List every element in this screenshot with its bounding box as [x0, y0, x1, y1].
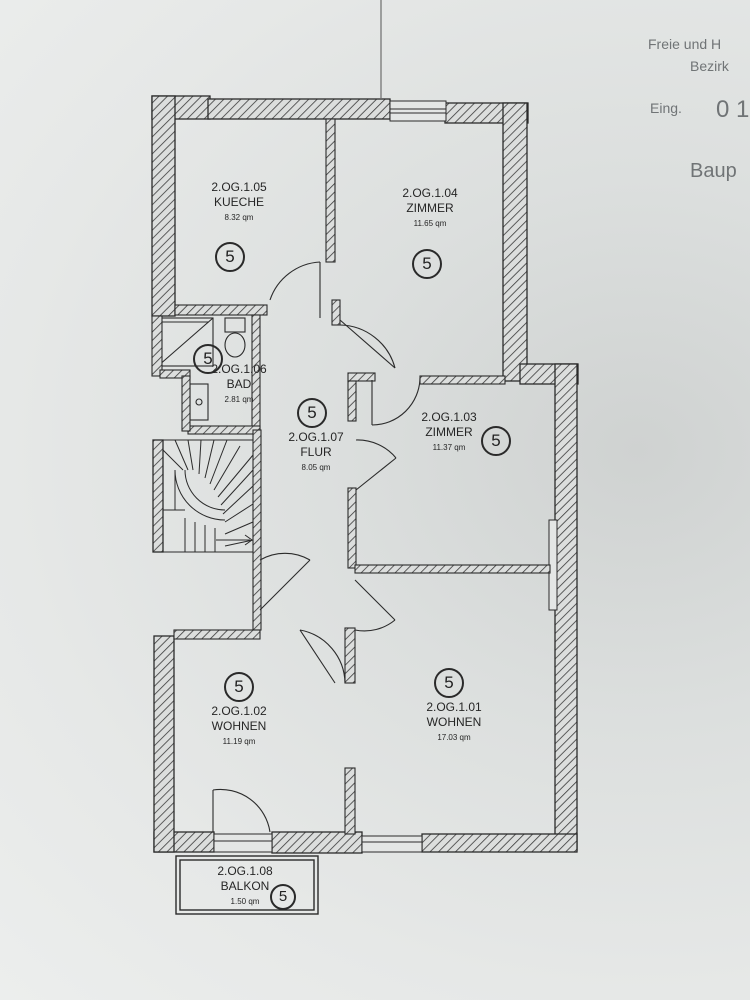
room-code: 2.OG.1.06: [211, 362, 267, 376]
room-area: 2.81 qm: [224, 395, 254, 404]
room-code: 2.OG.1.05: [211, 180, 267, 194]
stamp-baup: Baup: [690, 160, 737, 182]
stamp-line-2: Bezirk: [690, 58, 729, 74]
room-badge-zimmer-104: 5: [412, 249, 442, 279]
room-code: 2.OG.1.03: [421, 410, 477, 424]
room-label-balkon: 2.OG.1.08 BALKON 1.50 qm: [217, 864, 272, 907]
room-badge-wohnen-102: 5: [224, 672, 254, 702]
exterior-walls: [151, 95, 579, 854]
door-swings: [212, 261, 421, 833]
room-badge-balkon: 5: [270, 884, 296, 910]
stamp-eing-label: Eing.: [650, 100, 682, 116]
room-code: 2.OG.1.02: [211, 704, 267, 718]
room-label-zimmer-103: 2.OG.1.03 ZIMMER 11.37 qm: [421, 410, 476, 453]
room-name: WOHNEN: [211, 719, 267, 733]
room-code: 2.OG.1.08: [217, 864, 273, 878]
sink: [189, 383, 209, 421]
room-label-wohnen-102: 2.OG.1.02 WOHNEN 11.19 qm: [211, 704, 266, 747]
room-badge-bad: 5: [193, 344, 223, 374]
bath-wall-left: [151, 315, 163, 377]
room-name: ZIMMER: [425, 425, 473, 439]
room-name: FLUR: [300, 445, 332, 459]
room-name: BAD: [226, 377, 252, 391]
staircase: [162, 439, 254, 553]
room-area: 8.05 qm: [301, 463, 331, 472]
room-name: BALKON: [220, 879, 270, 893]
room-label-flur: 2.OG.1.07 FLUR 8.05 qm: [288, 430, 343, 473]
room-code: 2.OG.1.01: [426, 700, 482, 714]
stamp-eing-value: 0 1: [716, 96, 750, 123]
room-area: 17.03 qm: [437, 733, 471, 742]
room-badge-wohnen-101: 5: [434, 668, 464, 698]
room-badge-zimmer-103: 5: [481, 426, 511, 456]
bathroom-fixtures: [151, 315, 246, 432]
windows: [213, 100, 558, 853]
toilet-bowl: [224, 332, 246, 358]
stamp-line-1: Freie und H: [648, 36, 722, 52]
room-code: 2.OG.1.04: [402, 186, 458, 200]
room-code: 2.OG.1.07: [288, 430, 344, 444]
room-area: 11.19 qm: [222, 737, 256, 746]
balcony-outline: [175, 855, 319, 915]
room-area: 1.50 qm: [230, 897, 260, 906]
room-label-wohnen-101: 2.OG.1.01 WOHNEN 17.03 qm: [426, 700, 481, 743]
room-area: 11.65 qm: [413, 219, 447, 228]
toilet-tank: [224, 317, 246, 333]
room-name: ZIMMER: [406, 201, 454, 215]
room-label-bad: 2.OG.1.06 BAD 2.81 qm: [211, 362, 266, 405]
room-label-kueche: 2.OG.1.05 KUECHE 8.32 qm: [211, 180, 266, 223]
room-name: KUECHE: [213, 195, 264, 209]
room-name: WOHNEN: [426, 715, 482, 729]
room-area: 8.32 qm: [224, 213, 254, 222]
room-badge-flur: 5: [297, 398, 327, 428]
room-label-zimmer-104: 2.OG.1.04 ZIMMER 11.65 qm: [402, 186, 457, 229]
room-area: 11.37 qm: [432, 443, 466, 452]
room-badge-kueche: 5: [215, 242, 245, 272]
